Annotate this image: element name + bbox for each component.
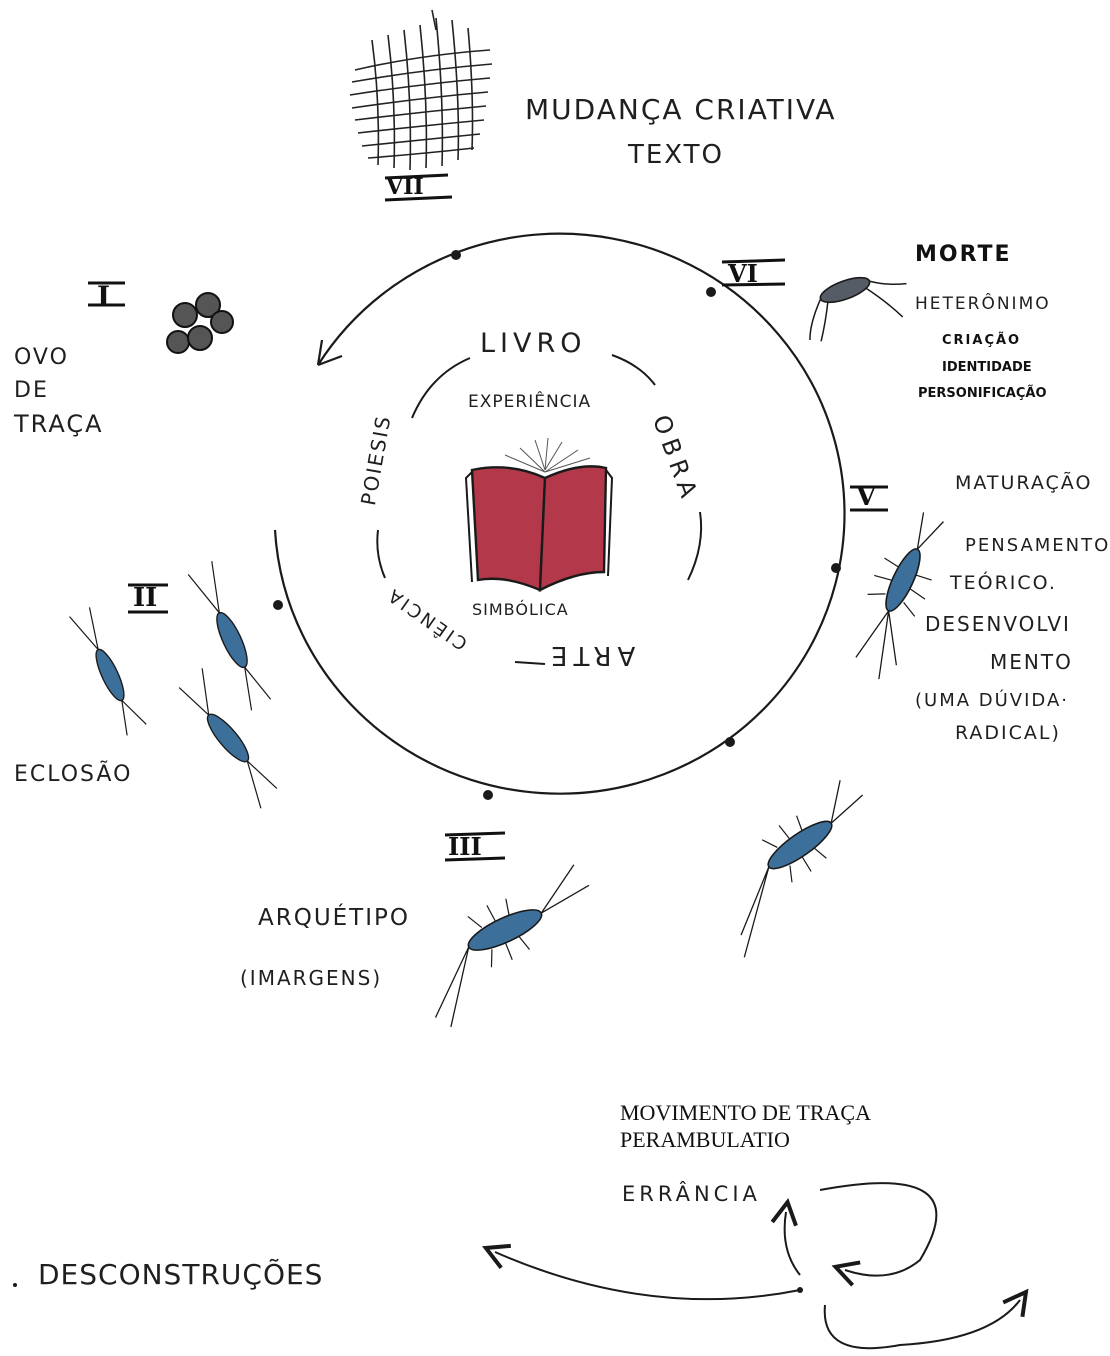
- arte-label: ARTE: [545, 640, 635, 670]
- uma-duvida-label: (UMA DÚVIDA·: [915, 690, 1069, 711]
- arquetipo-label: ARQUÉTIPO: [258, 905, 410, 931]
- maturacao-label: MATURAÇÃO: [955, 472, 1092, 494]
- traca-label: TRAÇA: [14, 410, 104, 438]
- simbolica-label: SIMBÓLICA: [472, 600, 569, 619]
- errancia-label: ERRÂNCIA: [622, 1182, 761, 1206]
- de-label: DE: [14, 378, 49, 403]
- desconstrucoes-dot: [13, 1283, 17, 1287]
- movimento-de-traca-label: MOVIMENTO DE TRAÇA: [620, 1100, 871, 1126]
- ovo-label: OVO: [14, 345, 69, 370]
- perambulatio-label: PERAMBULATIO: [620, 1127, 790, 1153]
- personificacao-label: PERSONIFICAÇÃO: [918, 386, 1047, 401]
- desconstrucoes-label: DESCONSTRUÇÕES: [38, 1258, 323, 1291]
- texto-label: TEXTO: [628, 140, 724, 170]
- origin-dot: [797, 1287, 803, 1293]
- heteronimo-label: HETERÔNIMO: [915, 294, 1051, 314]
- eggs-icon: [167, 293, 233, 353]
- eclosao-label: ECLOSÃO: [14, 762, 132, 787]
- imargens-label: (IMARGENS): [240, 966, 382, 990]
- experiencia-label: EXPERIÊNCIA: [468, 392, 591, 412]
- teorico-label: TEÓRICO.: [950, 572, 1057, 594]
- desenvolvi-label: DESENVOLVI: [925, 612, 1071, 636]
- criacao-label: CRIAÇÃO: [942, 333, 1021, 348]
- silverfish-icon: [70, 261, 960, 1031]
- numeral-vi: VI: [728, 259, 758, 288]
- identidade-label: IDENTIDADE: [942, 360, 1032, 375]
- movement-arrows: [495, 1183, 1020, 1348]
- numeral-iii: III: [448, 832, 482, 861]
- numeral-v: V: [856, 482, 876, 512]
- net-icon: [350, 10, 492, 170]
- pensamento-label: PENSAMENTO: [965, 535, 1110, 556]
- radical-label: RADICAL): [955, 722, 1061, 744]
- book-icon: [466, 438, 612, 590]
- morte-label: MORTE: [915, 242, 1012, 267]
- numeral-vii: VII: [386, 174, 424, 200]
- livro-label: LIVRO: [480, 328, 587, 359]
- mudanca-criativa-label: MUDANÇA CRIATIVA: [525, 93, 837, 126]
- mento-label: MENTO: [990, 650, 1073, 674]
- numeral-ii: II: [133, 583, 157, 613]
- numeral-i: I: [97, 280, 110, 313]
